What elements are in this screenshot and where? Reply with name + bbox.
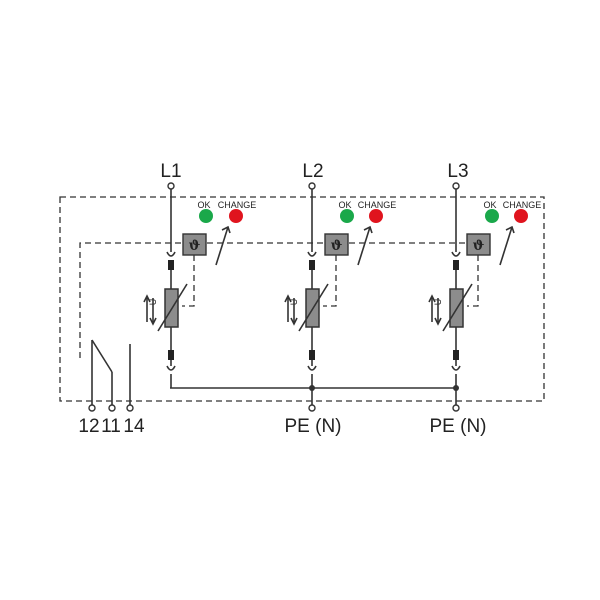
thermal-symbol-l1: ϑ: [189, 238, 201, 254]
contact-label-14: 14: [123, 416, 145, 437]
signal-link-line: [79, 242, 467, 358]
terminal-label-l3: L3: [447, 161, 468, 182]
terminal-label-l2: L2: [302, 161, 323, 182]
contact-label-12: 12: [78, 416, 99, 437]
ok-led-l1: [199, 209, 213, 223]
terminal-l3: [452, 182, 460, 190]
terminal-pe-l3: [452, 404, 460, 412]
terminal-l2: [308, 182, 316, 190]
terminal-12: [88, 404, 96, 412]
terminal-label-l1: L1: [160, 161, 181, 182]
channel-l2: L2 U PE (N) ϑ OK CHANGE: [284, 161, 397, 437]
channel-l1: L1 U ϑ OK CHANGE: [143, 161, 257, 388]
ok-led-l3: [485, 209, 499, 223]
change-led-l2: [369, 209, 383, 223]
fuse-bottom-l1: [168, 350, 174, 360]
fuse-top-l1: [168, 260, 174, 270]
change-label-l2: CHANGE: [358, 200, 397, 210]
change-label-l1: CHANGE: [218, 200, 257, 210]
terminal-label-pe-l2: PE (N): [285, 416, 342, 437]
change-led-l1: [229, 209, 243, 223]
change-label-l3: CHANGE: [503, 200, 542, 210]
fuse-bottom-l3: [453, 350, 459, 360]
ok-label-l1: OK: [197, 200, 210, 210]
terminal-l1: [167, 182, 175, 190]
thermal-symbol-l2: ϑ: [331, 238, 343, 254]
module-enclosure: [59, 196, 545, 402]
terminal-11: [108, 404, 116, 412]
thermal-symbol-l3: ϑ: [473, 238, 485, 254]
fuse-top-l3: [453, 260, 459, 270]
remote-contact: 12 11 14: [78, 339, 145, 437]
fuse-bottom-l2: [309, 350, 315, 360]
terminal-pe-l2: [308, 404, 316, 412]
ok-label-l2: OK: [338, 200, 351, 210]
terminal-label-pe-l3: PE (N): [430, 416, 487, 437]
fuse-top-l2: [309, 260, 315, 270]
channel-l3: L3 U PE (N) ϑ OK CHANGE: [428, 161, 542, 437]
ok-label-l3: OK: [483, 200, 496, 210]
ok-led-l2: [340, 209, 354, 223]
terminal-14: [126, 404, 134, 412]
change-led-l3: [514, 209, 528, 223]
contact-label-11: 11: [101, 416, 121, 437]
